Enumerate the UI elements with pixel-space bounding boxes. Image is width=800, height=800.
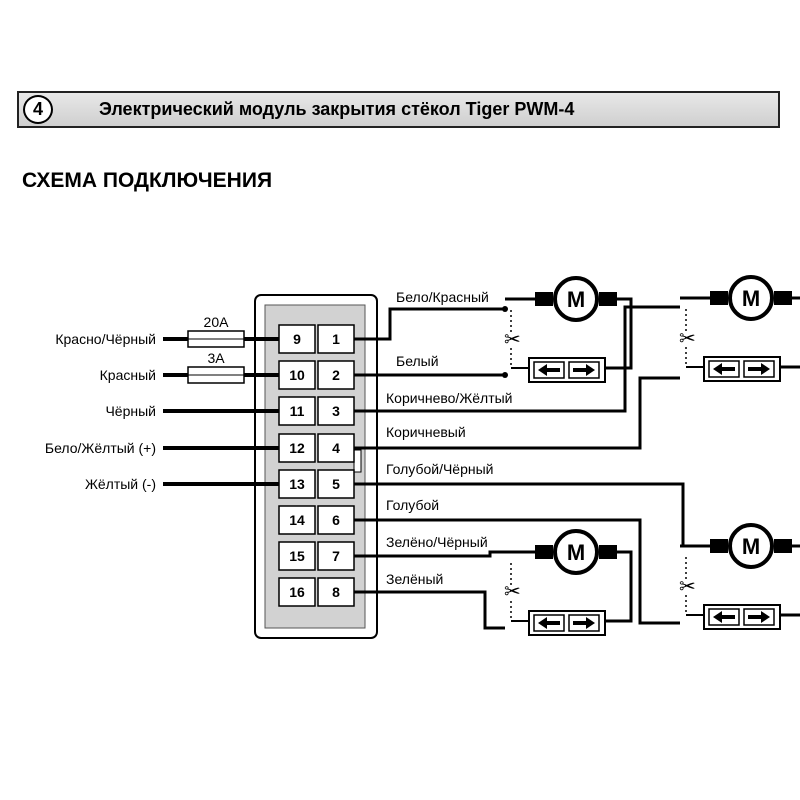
pin-3-label: 3 <box>332 403 340 419</box>
wire-blue <box>354 518 680 625</box>
label-red: Красный <box>100 367 156 383</box>
wire-white-red <box>354 307 505 341</box>
label-white: Белый <box>396 353 439 369</box>
pin-11-label: 11 <box>290 403 305 419</box>
pin-3: 3 <box>317 396 355 426</box>
pin-11: 11 <box>278 396 316 426</box>
pin-5-label: 5 <box>332 476 340 492</box>
pin-14: 14 <box>278 505 316 535</box>
pin-8-label: 8 <box>332 584 340 600</box>
scissors-icon: ✂ <box>679 328 696 350</box>
pin-6: 6 <box>317 505 355 535</box>
pin-4: 4 <box>317 433 355 463</box>
connector-body <box>264 304 366 629</box>
pin-7-label: 7 <box>332 548 340 564</box>
label-green: Зелёный <box>386 571 443 587</box>
label-white-red: Бело/Красный <box>396 289 489 305</box>
pin-7: 7 <box>317 541 355 571</box>
fuse-20a-label: 20A <box>204 314 230 330</box>
label-black: Чёрный <box>105 403 156 419</box>
label-yellow: Жёлтый (-) <box>85 476 156 492</box>
wire-green-black <box>354 550 505 558</box>
motor-unit-1 <box>503 276 633 384</box>
motor-unit-2 <box>678 275 800 383</box>
motor-unit-4 <box>678 523 800 631</box>
pin-9: 9 <box>278 324 316 354</box>
pin-12-label: 12 <box>289 440 305 456</box>
wire-brown-yellow <box>354 305 680 413</box>
pin-14-label: 14 <box>289 512 305 528</box>
pin-16: 16 <box>278 577 316 607</box>
fuse-3a-label: 3A <box>207 350 225 366</box>
header-badge: 4 <box>23 95 53 124</box>
label-red-black: Красно/Чёрный <box>55 331 156 347</box>
pin-2-label: 2 <box>332 367 340 383</box>
pin-9-label: 9 <box>293 331 301 347</box>
section-title: СХЕМА ПОДКЛЮЧЕНИЯ <box>22 169 273 192</box>
scissors-icon: ✂ <box>504 329 521 351</box>
pin-12: 12 <box>278 433 316 463</box>
label-blue: Голубой <box>386 497 439 513</box>
pin-16-label: 16 <box>289 584 305 600</box>
pin-6-label: 6 <box>332 512 340 528</box>
pin-2: 2 <box>317 360 355 390</box>
pin-4-label: 4 <box>332 440 340 456</box>
label-brown-yellow: Коричнево/Жёлтый <box>386 390 513 406</box>
pin-1-label: 1 <box>332 331 340 347</box>
wire-blue-black <box>354 482 685 545</box>
right-wires <box>354 305 685 630</box>
pin-15: 15 <box>278 541 316 571</box>
motor-unit-3 <box>503 529 633 637</box>
label-white-yellow: Бело/Жёлтый (+) <box>45 440 156 456</box>
pin-1: 1 <box>317 324 355 354</box>
pin-8: 8 <box>317 577 355 607</box>
pin-10: 10 <box>278 360 316 390</box>
wire-brown <box>354 376 680 450</box>
scissors-icon: ✂ <box>679 576 696 598</box>
wire-green <box>354 590 505 630</box>
scissors-icon: ✂ <box>504 581 521 603</box>
label-blue-black: Голубой/Чёрный <box>386 461 493 477</box>
header-bar: 4 Электрический модуль закрытия стёкол T… <box>17 91 780 128</box>
header-title: Электрический модуль закрытия стёкол Tig… <box>99 99 575 119</box>
pin-15-label: 15 <box>289 548 305 564</box>
pin-5: 5 <box>317 469 355 499</box>
pin-13: 13 <box>278 469 316 499</box>
pin-10-label: 10 <box>289 367 305 383</box>
connector-latch <box>353 449 362 473</box>
label-green-black: Зелёно/Чёрный <box>386 534 488 550</box>
pin-13-label: 13 <box>289 476 305 492</box>
label-brown: Коричневый <box>386 424 466 440</box>
